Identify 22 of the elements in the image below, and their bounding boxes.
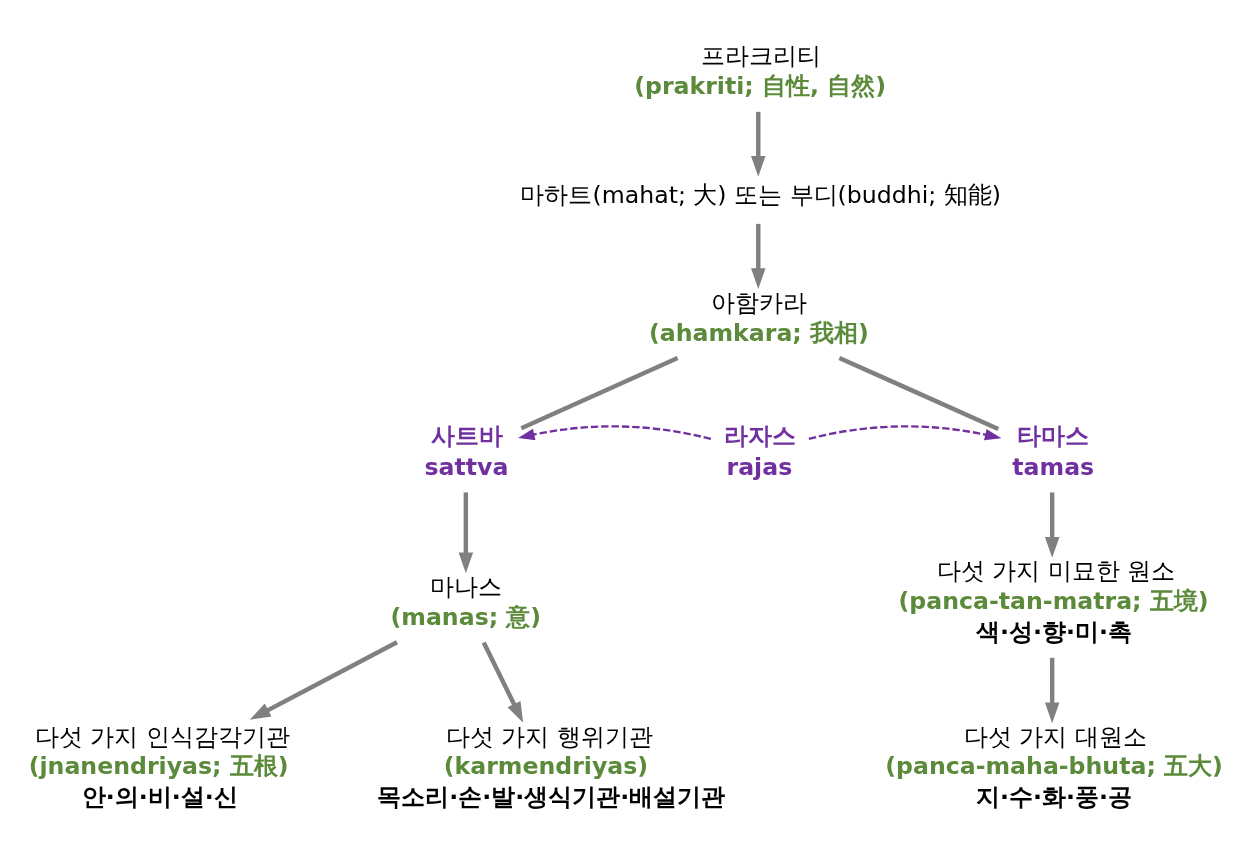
- arrow: [518, 425, 712, 441]
- node-text: 다섯 가지 인식감각기관 (jnanendriyas; 五根) 안·의·비·설·신: [28, 722, 290, 812]
- node-text: 다섯 가지 대원소 (panca-maha-bhuta; 五大) 지·수·화·풍·공: [885, 722, 1223, 812]
- node-text: 다섯 가지 행위기관 (karmendriyas) 목소리·손·발·생식기관·배설기관: [377, 722, 726, 812]
- node-text: 라자스 rajas: [724, 421, 797, 481]
- connector: [520, 355, 679, 431]
- arrow: [808, 425, 1002, 441]
- connector: [838, 355, 1000, 432]
- arrow: [1044, 657, 1060, 724]
- node-text: 마나스 (manas; 意): [390, 573, 542, 631]
- node-text: 타마스 tamas: [1012, 421, 1095, 481]
- arrow: [1044, 492, 1060, 558]
- arrow: [481, 641, 524, 723]
- node-text: 다섯 가지 미묘한 원소 (panca-tan-matra; 五境) 색·성·향·미·촉: [898, 557, 1209, 646]
- node-text: 아함카라 (ahamkara; 我相): [648, 289, 869, 347]
- node-text: 마하트(mahat; 大) 또는 부디(buddhi; 知能): [520, 180, 1002, 209]
- arrow: [751, 111, 766, 177]
- arrow: [751, 223, 766, 289]
- node-text: 프라크리티 (prakriti; 自性, 自然): [634, 42, 887, 100]
- node-text: 사트바 sattva: [424, 421, 509, 481]
- arrow: [249, 640, 398, 720]
- arrow: [458, 492, 474, 574]
